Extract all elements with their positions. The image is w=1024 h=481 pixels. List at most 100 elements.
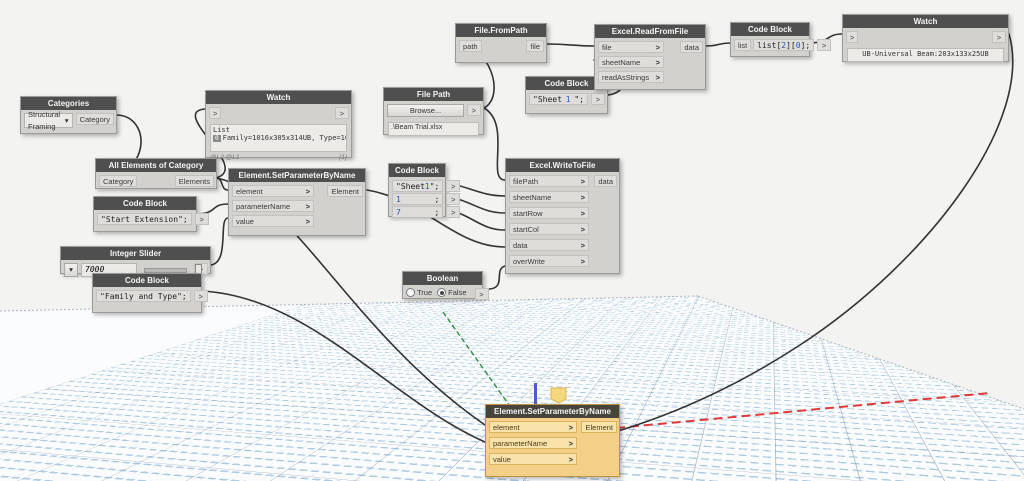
slider-track[interactable] (144, 263, 202, 278)
browse-button[interactable]: Browse... (387, 104, 464, 117)
node-title[interactable]: All Elements of Category (96, 159, 216, 172)
node-title[interactable]: File Path (384, 88, 483, 101)
output-port[interactable]: > (467, 104, 481, 116)
output-port-file[interactable]: file (526, 40, 544, 52)
wire[interactable] (481, 265, 506, 290)
node-categories[interactable]: Categories Structural Framing ▾ Category (20, 96, 117, 134)
input-port[interactable]: > (846, 31, 859, 43)
code-block-text[interactable]: "Start Extension"; (97, 213, 192, 225)
slider-expand-button[interactable]: ▾ (64, 263, 78, 277)
default-value-icon[interactable]: > (580, 176, 585, 186)
node-all-elements-of-category[interactable]: All Elements of Category Category Elemen… (95, 158, 217, 189)
node-boolean[interactable]: Boolean True False > (402, 271, 489, 300)
node-title[interactable]: Code Block (94, 197, 196, 210)
node-title[interactable]: Code Block (526, 77, 607, 90)
default-value-icon[interactable]: > (305, 186, 310, 196)
input-port-sheetname[interactable]: sheetName> (509, 191, 589, 203)
input-port-overwrite[interactable]: overWrite> (509, 255, 589, 267)
input-port-parametername[interactable]: parameterName> (232, 200, 314, 212)
node-file-path[interactable]: File Path Browse... > .\Beam Trial.xlsx (383, 87, 484, 136)
default-value-icon[interactable]: > (568, 454, 573, 464)
node-title[interactable]: File.FromPath (456, 24, 546, 37)
input-port-parametername[interactable]: parameterName> (489, 437, 577, 449)
node-integer-slider[interactable]: Integer Slider ▾ 7000 > (60, 246, 211, 278)
default-value-icon[interactable]: > (305, 201, 310, 211)
wire[interactable] (705, 42, 731, 47)
input-port-filepath[interactable]: filePath> (509, 175, 589, 187)
input-port[interactable]: > (209, 107, 222, 119)
wire[interactable] (210, 217, 229, 266)
node-title[interactable]: Code Block (731, 23, 809, 36)
default-value-icon[interactable]: > (655, 57, 660, 67)
input-port-data[interactable]: data> (509, 239, 589, 251)
output-port-elements[interactable]: Elements (174, 175, 214, 187)
default-value-icon[interactable]: > (580, 240, 585, 250)
default-value-icon[interactable]: > (580, 256, 585, 266)
node-watch-right[interactable]: Watch > > UB-Universal Beam:203x133x25UB (842, 14, 1009, 62)
input-port-path[interactable]: path (459, 40, 482, 52)
node-title[interactable]: Integer Slider (61, 247, 210, 260)
node-element-setparameterbyname[interactable]: Element.SetParameterByName element> para… (228, 168, 366, 236)
code-block-text[interactable]: list[2][0]; (753, 39, 815, 51)
wire[interactable] (366, 189, 506, 248)
node-title[interactable]: Element.SetParameterByName (229, 169, 365, 182)
node-title[interactable]: Code Block (389, 164, 445, 177)
node-title[interactable]: Watch (206, 91, 351, 104)
default-value-icon[interactable]: > (655, 42, 660, 52)
wire[interactable] (200, 290, 486, 443)
input-port-list[interactable]: list (734, 39, 752, 51)
node-title[interactable]: Boolean (403, 272, 482, 285)
output-port-element[interactable]: Element (327, 185, 363, 197)
output-port-data[interactable]: data (594, 175, 617, 187)
output-port[interactable]: > (446, 206, 461, 218)
node-code-block-list-index[interactable]: Code Block list list[2][0]; > (730, 22, 832, 57)
category-dropdown[interactable]: Structural Framing ▾ (24, 110, 73, 131)
input-port-element[interactable]: element> (489, 421, 577, 433)
output-port-category[interactable]: Category (75, 113, 114, 125)
default-value-icon[interactable]: > (580, 208, 585, 218)
input-port-startcol[interactable]: startCol> (509, 223, 589, 235)
output-port[interactable]: > (474, 288, 489, 300)
output-port-element[interactable]: Element (581, 421, 617, 433)
node-excel-writetofile[interactable]: Excel.WriteToFile filePath> sheetName> s… (505, 158, 620, 274)
dropdown-arrow-icon[interactable]: ▾ (64, 115, 69, 125)
code-block-line[interactable]: 7; (392, 206, 444, 218)
output-port[interactable]: > (193, 290, 208, 302)
default-value-icon[interactable]: > (580, 224, 585, 234)
node-title[interactable]: Element.SetParameterByName (486, 405, 619, 418)
wire[interactable] (545, 43, 595, 47)
node-title[interactable]: Watch (843, 15, 1008, 28)
output-port[interactable]: > (194, 213, 209, 225)
node-code-block-start-extension[interactable]: Code Block "Start Extension"; > (93, 196, 209, 232)
node-excel-readfromfile[interactable]: Excel.ReadFromFile file> sheetName> read… (594, 24, 706, 90)
code-block-line[interactable]: 1; (392, 193, 444, 205)
output-port-data[interactable]: data (680, 41, 703, 53)
input-port-startrow[interactable]: startRow> (509, 207, 589, 219)
output-port[interactable]: > (446, 180, 461, 192)
input-port-element[interactable]: element> (232, 185, 314, 197)
default-value-icon[interactable]: > (568, 438, 573, 448)
node-file-frompath[interactable]: File.FromPath path file (455, 23, 547, 63)
input-port-sheetname[interactable]: sheetName> (598, 56, 664, 68)
radio-false[interactable] (437, 288, 447, 297)
wire[interactable] (483, 107, 506, 181)
node-code-block-family-and-type[interactable]: Code Block "Family and Type"; > (92, 273, 208, 313)
input-port-readasstrings[interactable]: readAsStrings> (598, 71, 664, 83)
node-title[interactable]: Excel.ReadFromFile (595, 25, 705, 38)
node-title[interactable]: Code Block (93, 274, 201, 287)
default-value-icon[interactable]: > (580, 192, 585, 202)
node-element-setparameterbyname-selected[interactable]: Element.SetParameterByName element> para… (485, 404, 620, 477)
output-port[interactable]: > (992, 31, 1006, 43)
default-value-icon[interactable]: > (305, 216, 310, 226)
default-value-icon[interactable]: > (568, 422, 573, 432)
node-title[interactable]: Categories (21, 97, 116, 110)
output-port[interactable]: > (446, 193, 461, 205)
output-port[interactable]: > (817, 39, 832, 51)
output-port[interactable]: > (591, 93, 605, 105)
